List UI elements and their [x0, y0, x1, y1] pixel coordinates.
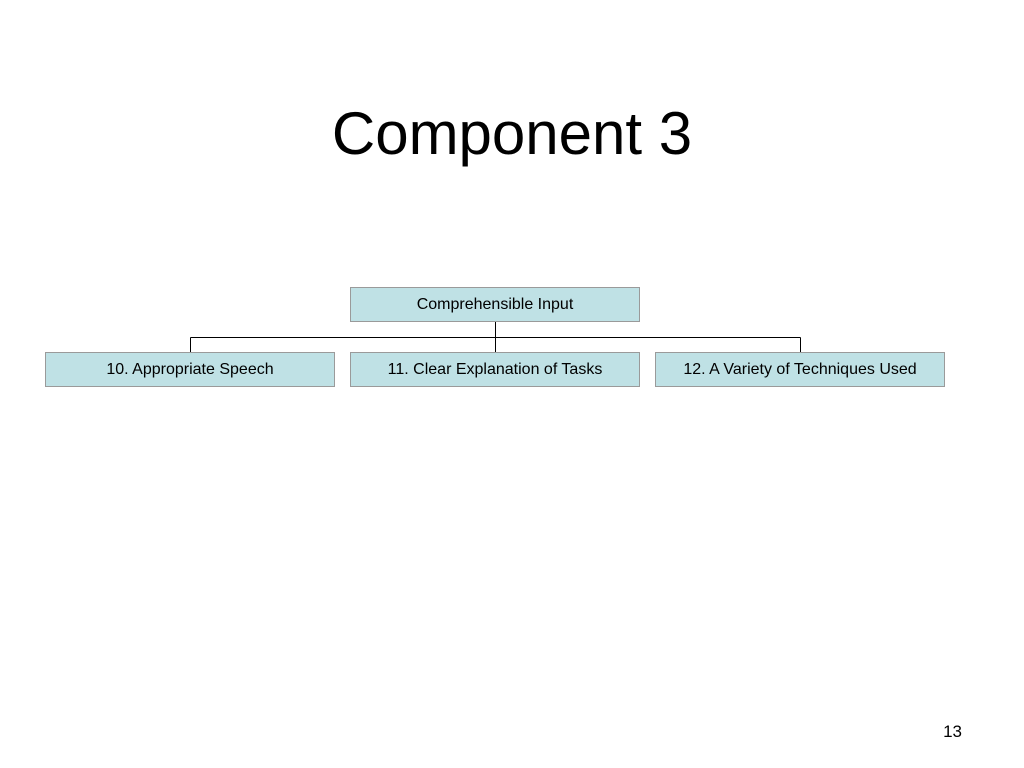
- root-node-comprehensible-input: Comprehensible Input: [350, 287, 640, 322]
- child-node-label: 10. Appropriate Speech: [106, 360, 274, 378]
- slide-title: Component 3: [331, 100, 693, 167]
- page-number: 13: [943, 722, 962, 741]
- root-node-label: Comprehensible Input: [416, 295, 574, 313]
- child-node-appropriate-speech: 10. Appropriate Speech: [45, 352, 335, 387]
- child-node-label: 11. Clear Explanation of Tasks: [387, 360, 603, 378]
- child-node-label: 12. A Variety of Techniques Used: [683, 360, 917, 378]
- child-node-clear-explanation: 11. Clear Explanation of Tasks: [350, 352, 640, 387]
- child-node-variety-of-techniques: 12. A Variety of Techniques Used: [655, 352, 945, 387]
